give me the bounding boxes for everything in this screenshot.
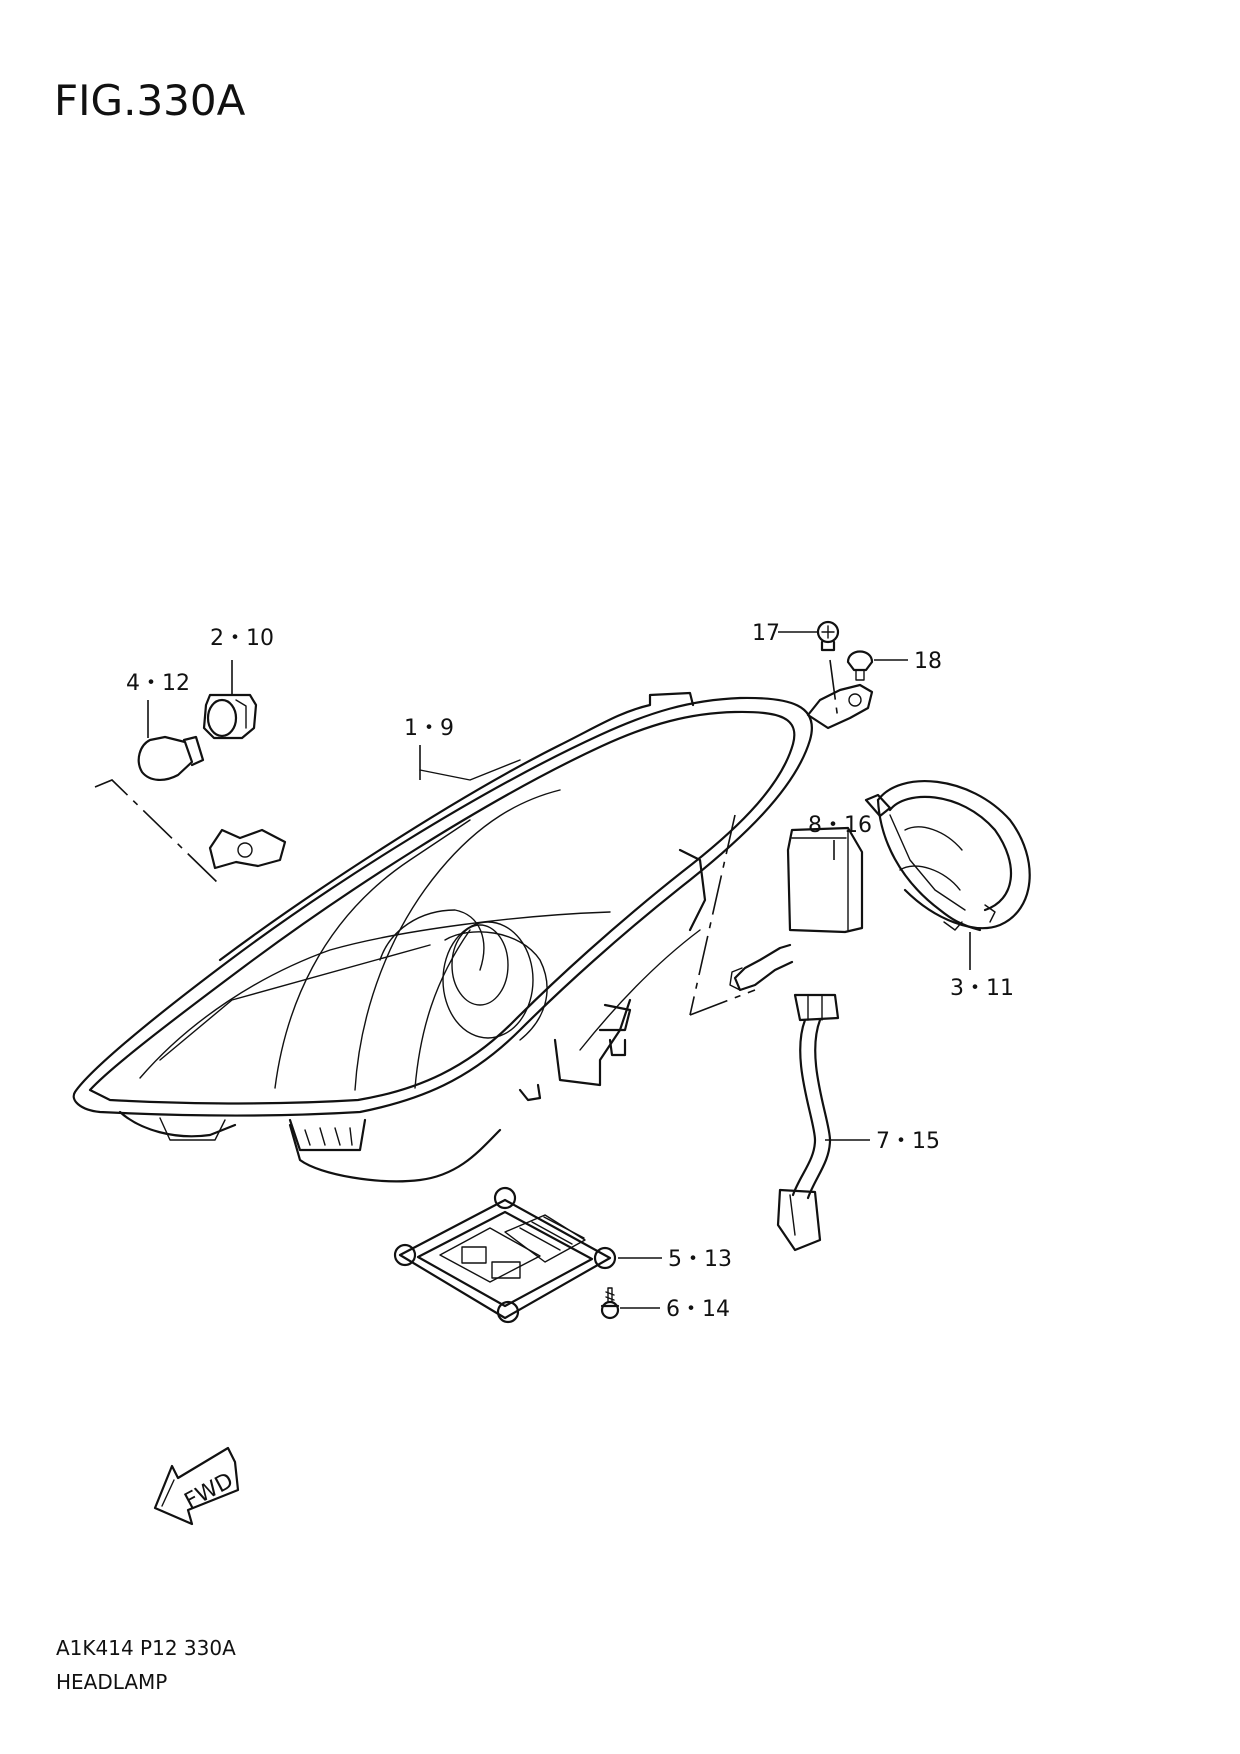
figure-name: HEADLAMP <box>56 1670 168 1694</box>
callout-18: 18 <box>914 649 942 674</box>
hid-bulb <box>729 826 864 992</box>
headlamp-assembly <box>72 683 874 1183</box>
callout-5-13: 5・13 <box>668 1247 732 1272</box>
callout-8-16: 8・16 <box>808 813 872 838</box>
fwd-arrow-label: FWD <box>181 1468 238 1514</box>
wiring-harness <box>776 993 840 1252</box>
ballast-unit <box>393 1186 617 1324</box>
tapping-screw <box>600 1287 620 1320</box>
assembly-line <box>689 989 756 1016</box>
bulb-socket <box>202 693 258 740</box>
callout-17: 17 <box>752 621 780 646</box>
dust-cover <box>864 780 1031 932</box>
callout-1-9: 1・9 <box>404 716 454 741</box>
screw <box>816 620 840 652</box>
figure-title: FIG.330A <box>54 76 246 125</box>
bulb <box>137 735 205 781</box>
figure-code: A1K414 P12 330A <box>56 1636 236 1660</box>
assembly-line <box>94 779 221 886</box>
assembly-line <box>829 659 839 721</box>
callout-6-14: 6・14 <box>666 1297 730 1322</box>
callout-7-15: 7・15 <box>876 1129 940 1154</box>
callout-2-10: 2・10 <box>210 626 274 651</box>
callout-3-11: 3・11 <box>950 976 1014 1001</box>
clip <box>846 650 874 681</box>
assembly-line <box>689 814 736 1016</box>
forward-arrow-icon: FWD <box>153 1446 240 1526</box>
callout-4-12: 4・12 <box>126 671 190 696</box>
